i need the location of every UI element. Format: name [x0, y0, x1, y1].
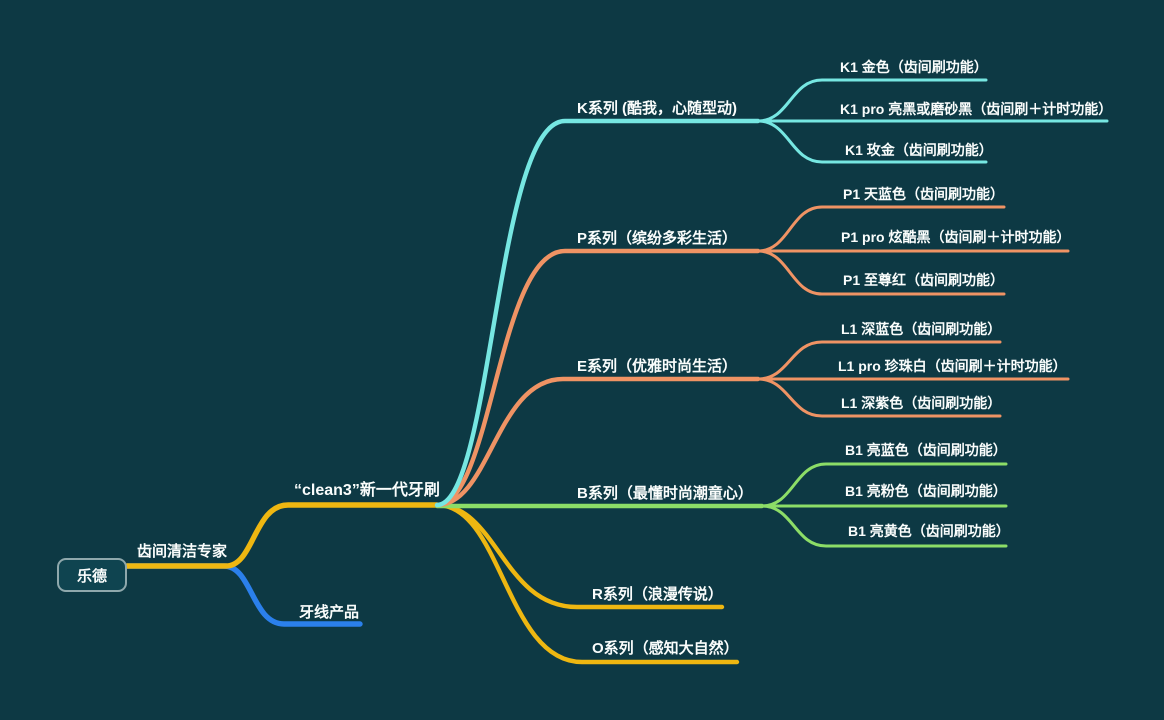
edge-e-to-l1-darkblue	[756, 340, 1002, 381]
node-l1-pro[interactable]: L1 pro 珍珠白（齿间刷＋计时功能）	[838, 358, 1067, 374]
node-b1-yellow[interactable]: B1 亮黄色（齿间刷功能）	[848, 523, 1010, 539]
node-series-e[interactable]: E系列（优雅时尚生活）	[577, 358, 738, 375]
node-series-p[interactable]: P系列（缤纷多彩生活）	[577, 230, 738, 247]
edge-root-to-clean3	[124, 502, 440, 569]
node-p1-pro[interactable]: P1 pro 炫酷黑（齿间刷＋计时功能）	[841, 229, 1071, 245]
edge-p-to-p1-skyblue	[756, 205, 1006, 253]
edge-k-to-k1-rosegold	[756, 119, 988, 164]
node-k1-gold[interactable]: K1 金色（齿间刷功能）	[840, 59, 988, 75]
edge-clean3-to-series-p	[434, 248, 761, 508]
edge-k-to-k1-gold	[756, 78, 988, 123]
edge-e-to-l1-purple	[756, 377, 1002, 418]
node-root[interactable]: 乐德	[57, 558, 127, 592]
node-series-r[interactable]: R系列（浪漫传说）	[592, 586, 723, 603]
node-series-o[interactable]: O系列（感知大自然）	[592, 640, 739, 657]
node-b1-blue[interactable]: B1 亮蓝色（齿间刷功能）	[845, 442, 1007, 458]
node-k1-pro[interactable]: K1 pro 亮黑或磨砂黑（齿间刷＋计时功能）	[840, 101, 1113, 117]
edge-p-to-p1-red	[756, 249, 1006, 296]
node-series-k[interactable]: K系列 (酷我，心随型动)	[577, 100, 737, 117]
edge-clean3-to-series-k	[434, 118, 761, 508]
node-k1-rosegold[interactable]: K1 玫金（齿间刷功能）	[845, 142, 993, 158]
edge-clean3-to-series-o	[434, 502, 740, 665]
node-b1-pink[interactable]: B1 亮粉色（齿间刷功能）	[845, 483, 1007, 499]
node-interdental-expert[interactable]: 齿间清洁专家	[137, 543, 228, 560]
edge-b-to-b1-yellow	[760, 504, 1008, 548]
node-floss-products[interactable]: 牙线产品	[299, 604, 360, 621]
node-l1-darkblue[interactable]: L1 深蓝色（齿间刷功能）	[841, 321, 1002, 337]
node-l1-purple[interactable]: L1 深紫色（齿间刷功能）	[841, 395, 1002, 411]
edge-clean3-to-series-e	[434, 376, 761, 508]
node-clean3-toothbrush[interactable]: “clean3”新一代牙刷	[294, 482, 440, 499]
edge-b-to-b1-blue	[760, 462, 1008, 508]
node-p1-red[interactable]: P1 至尊红（齿间刷功能）	[843, 272, 1005, 288]
node-series-b[interactable]: B系列（最懂时尚潮童心）	[577, 485, 753, 502]
node-p1-skyblue[interactable]: P1 天蓝色（齿间刷功能）	[843, 186, 1005, 202]
